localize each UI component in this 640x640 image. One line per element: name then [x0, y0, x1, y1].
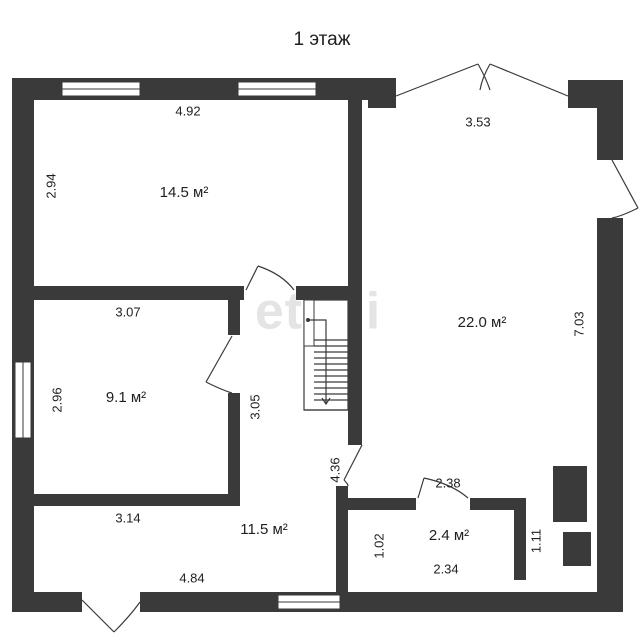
door-mid-left-room: [205, 335, 233, 394]
door-small-room: [417, 477, 469, 499]
room-hall-height-a: 3.05: [247, 394, 262, 419]
room-hall-area: 11.5 м²: [240, 521, 288, 538]
wall-top-mid-stub: [368, 78, 396, 108]
wall-small-left: [336, 498, 348, 598]
wall-right-lower: [597, 218, 623, 612]
fixture-lower: [563, 532, 591, 566]
doors: [81, 63, 639, 633]
door-bottom: [81, 599, 141, 633]
door-top-left-room: [245, 265, 295, 291]
room-top-left-width: 4.92: [175, 103, 200, 118]
wall-bottom-left: [12, 592, 82, 612]
room-large-width: 3.53: [465, 114, 490, 129]
room-mid-left-area: 9.1 м²: [106, 389, 146, 406]
room-small-width-top: 2.38: [435, 475, 460, 490]
window-top-1: [61, 81, 141, 97]
floor-title: 1 этаж: [294, 29, 351, 50]
wall-left: [12, 78, 34, 612]
room-top-left-height: 2.94: [43, 173, 58, 198]
wall-small-top-right: [470, 498, 526, 510]
room-hall-height-b: 4.36: [327, 457, 342, 482]
door-right: [611, 159, 639, 219]
room-hall-width-top: 3.14: [115, 510, 140, 525]
wall-small-top-left: [336, 498, 416, 510]
fixture-upper: [553, 466, 587, 522]
wall-h-lower-left: [34, 494, 240, 506]
door-entrance-top: [395, 63, 569, 97]
room-mid-left-width: 3.07: [115, 304, 140, 319]
door-center-lower: [343, 444, 363, 487]
wall-v-mid-bottom: [228, 393, 240, 505]
room-large-area: 22.0 м²: [458, 314, 507, 331]
staircase: [303, 299, 349, 411]
wall-h-upper-left: [34, 286, 244, 300]
wall-h-upper-right: [296, 286, 348, 300]
wall-top-right-corner: [568, 80, 623, 108]
wall-v-mid-top: [228, 300, 240, 335]
wall-center-vertical: [348, 100, 362, 445]
room-small-width-bottom: 2.34: [433, 561, 458, 576]
windows: [14, 81, 341, 610]
room-top-left-area: 14.5 м²: [160, 184, 209, 201]
stair-direction-arrow: [306, 318, 331, 406]
room-mid-left-height: 2.96: [49, 387, 64, 412]
window-top-2: [237, 81, 317, 97]
wall-center-lower-stub: [336, 486, 348, 500]
interior-walls: [34, 100, 526, 598]
room-hall-width-bottom: 4.84: [179, 570, 204, 585]
room-large-height: 7.03: [571, 311, 586, 336]
window-bottom: [277, 594, 341, 610]
room-small-height-left: 1.02: [371, 533, 386, 558]
window-left: [14, 361, 32, 439]
wall-small-right: [514, 498, 526, 580]
room-small-height-right: 1.11: [528, 529, 543, 553]
room-small-area: 2.4 м²: [429, 527, 469, 544]
wall-bottom-right: [348, 592, 623, 612]
